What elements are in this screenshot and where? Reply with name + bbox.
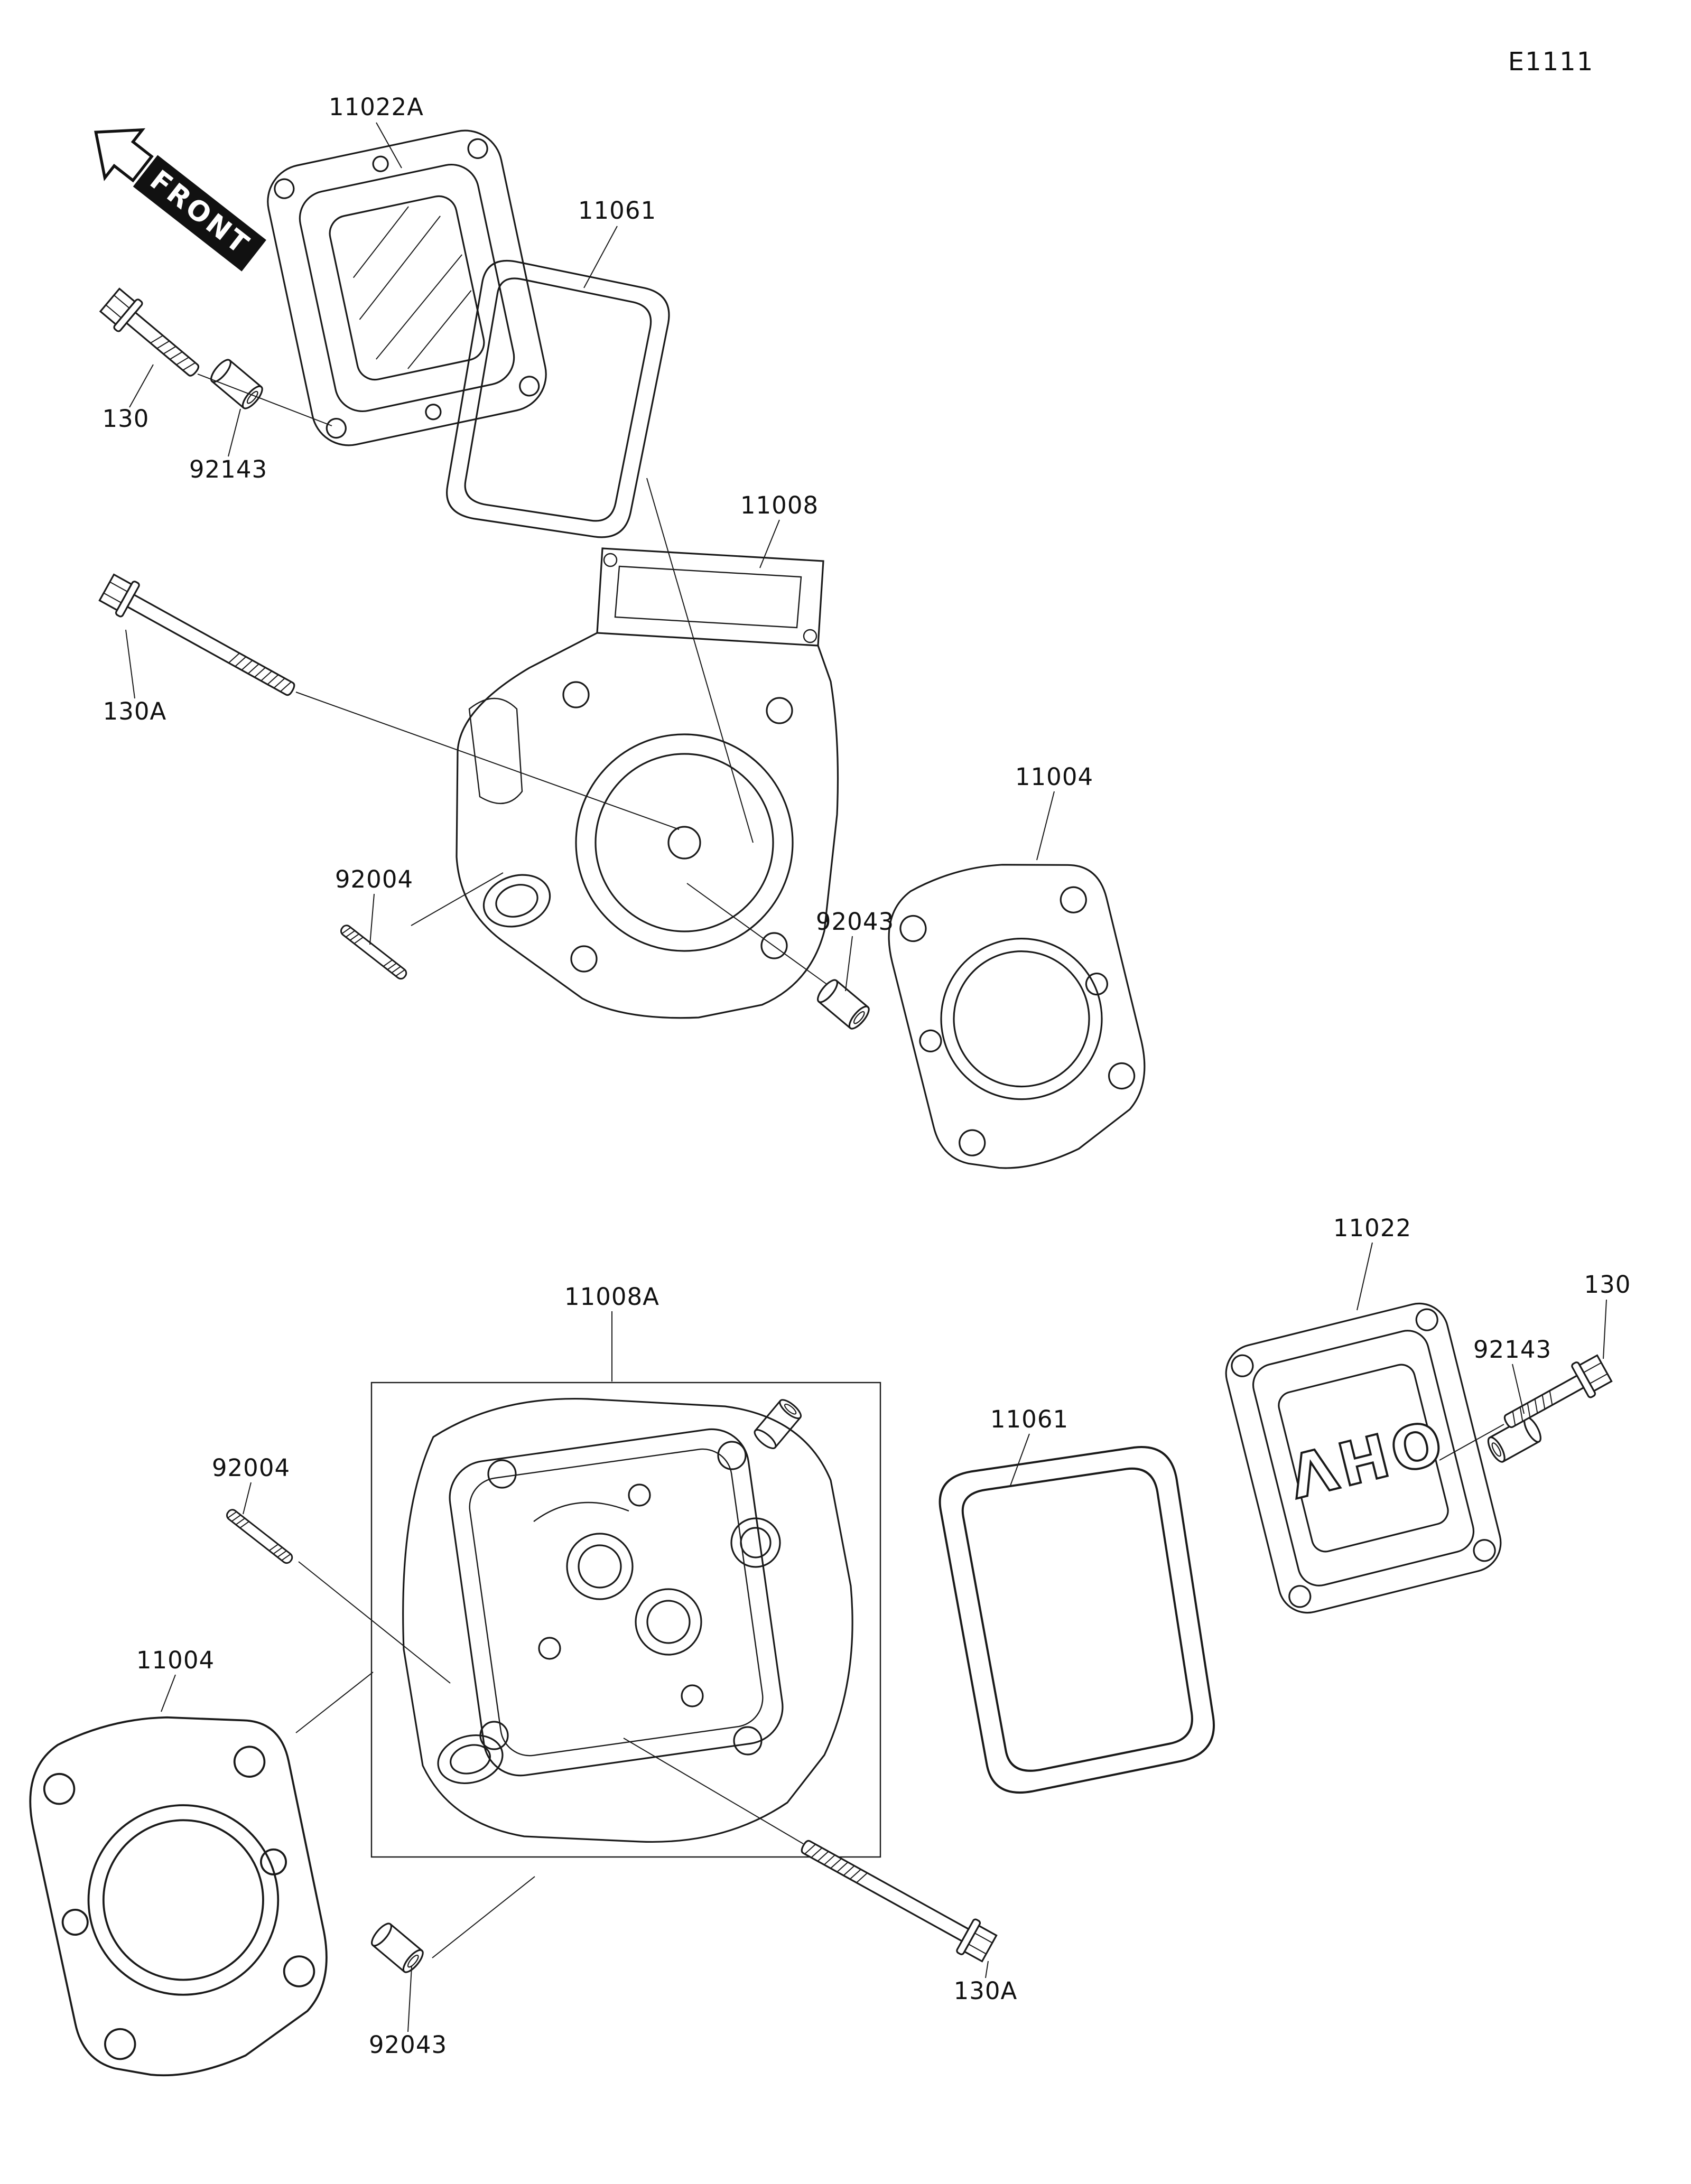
callout-bracket-11008a xyxy=(370,1382,881,1858)
callout-92143-bottom: 92143 xyxy=(1473,1336,1551,1364)
part-stud-92004-top xyxy=(338,922,409,982)
part-cover-gasket-11061-top xyxy=(441,255,675,547)
callout-11022a: 11022A xyxy=(329,93,424,121)
callout-92043-top: 92043 xyxy=(816,908,894,936)
alignment-lines xyxy=(197,374,1504,1958)
part-cylinder-head-11008 xyxy=(456,547,839,1019)
part-head-gasket-11004-bottom xyxy=(16,1693,345,2094)
front-label-band xyxy=(133,155,266,272)
part-dowel-92043-top xyxy=(814,976,873,1033)
part-head-cover-11022: OHV xyxy=(1225,1302,1502,1614)
callout-92043-bottom: 92043 xyxy=(369,2031,447,2059)
part-cover-collar-92143-top xyxy=(207,356,266,413)
part-cylinder-head-11008a xyxy=(402,1397,853,1843)
diagram-code: E1111 xyxy=(1508,47,1594,77)
callout-92004-top: 92004 xyxy=(335,865,413,893)
part-dowel-92043-bottom xyxy=(368,1920,427,1976)
callout-130-top: 130 xyxy=(103,405,150,433)
part-head-bolt-130a-top xyxy=(96,570,303,708)
part-head-gasket-11004-top xyxy=(876,841,1163,1186)
callout-130a-top: 130A xyxy=(103,697,167,725)
front-direction-marker: FRONT xyxy=(94,128,266,272)
cover-emblem-text: OHV xyxy=(1278,1406,1448,1511)
leader-lines xyxy=(125,122,1607,2032)
callout-11008a: 11008A xyxy=(564,1283,659,1311)
part-head-cover-11022a xyxy=(267,129,547,446)
part-head-bolt-130a-bottom xyxy=(793,1828,1000,1966)
front-arrow-icon xyxy=(94,128,154,183)
part-cover-bolt-130-top xyxy=(97,284,209,388)
part-cover-bolt-130-bottom xyxy=(1496,1350,1615,1440)
callout-11022: 11022 xyxy=(1333,1214,1411,1242)
callout-92004-bottom: 92004 xyxy=(212,1454,290,1482)
callout-130a-bottom: 130A xyxy=(954,1977,1018,2005)
part-cover-gasket-11061-bottom xyxy=(934,1435,1227,1800)
callout-11004-bottom: 11004 xyxy=(136,1646,215,1674)
callout-92143-top: 92143 xyxy=(189,455,267,483)
callout-11061-top: 11061 xyxy=(578,197,656,225)
part-seated-dowel-11008a xyxy=(751,1396,805,1452)
callout-11061-bottom: 11061 xyxy=(990,1405,1069,1433)
front-label: FRONT xyxy=(144,164,256,262)
callout-11008: 11008 xyxy=(740,491,819,519)
part-stud-92004-bottom xyxy=(224,1507,295,1566)
callout-130-bottom: 130 xyxy=(1584,1271,1631,1299)
callout-11004-top: 11004 xyxy=(1015,763,1093,791)
